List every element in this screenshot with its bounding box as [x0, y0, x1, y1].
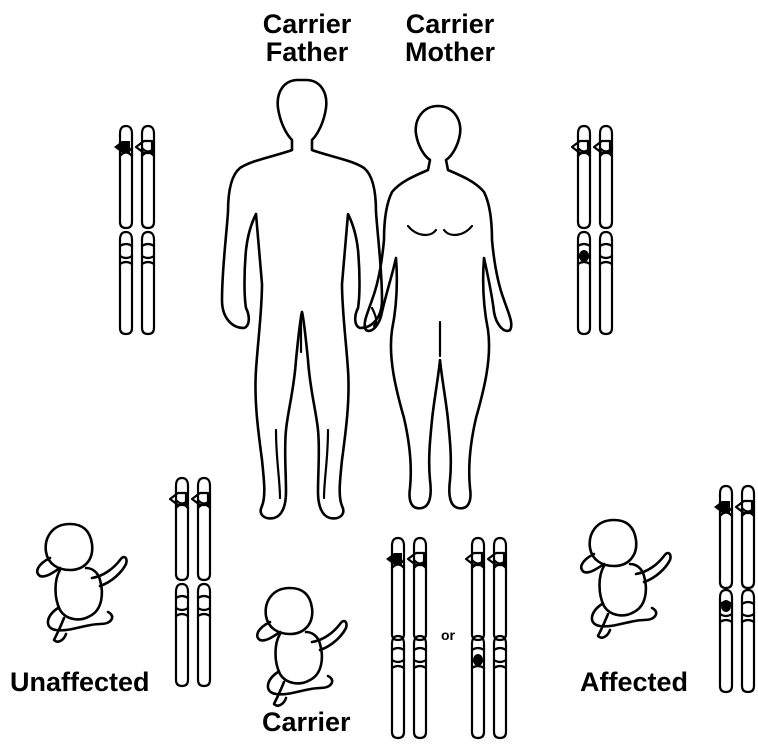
- father-chromosomes: [114, 126, 154, 334]
- gene-marker-dot-icon: [579, 250, 589, 262]
- affected-child: [581, 486, 754, 692]
- baby-figure-icon: [257, 588, 346, 706]
- baby-figure-icon: [37, 524, 126, 642]
- carrier-child: [257, 538, 506, 738]
- mother-chromosomes: [572, 126, 612, 334]
- unaffected-child: [37, 478, 210, 686]
- baby-figure-icon: [581, 520, 670, 638]
- father-figure: [222, 80, 382, 518]
- mother-figure: [365, 106, 512, 508]
- gene-marker-arrow-icon: [114, 141, 130, 153]
